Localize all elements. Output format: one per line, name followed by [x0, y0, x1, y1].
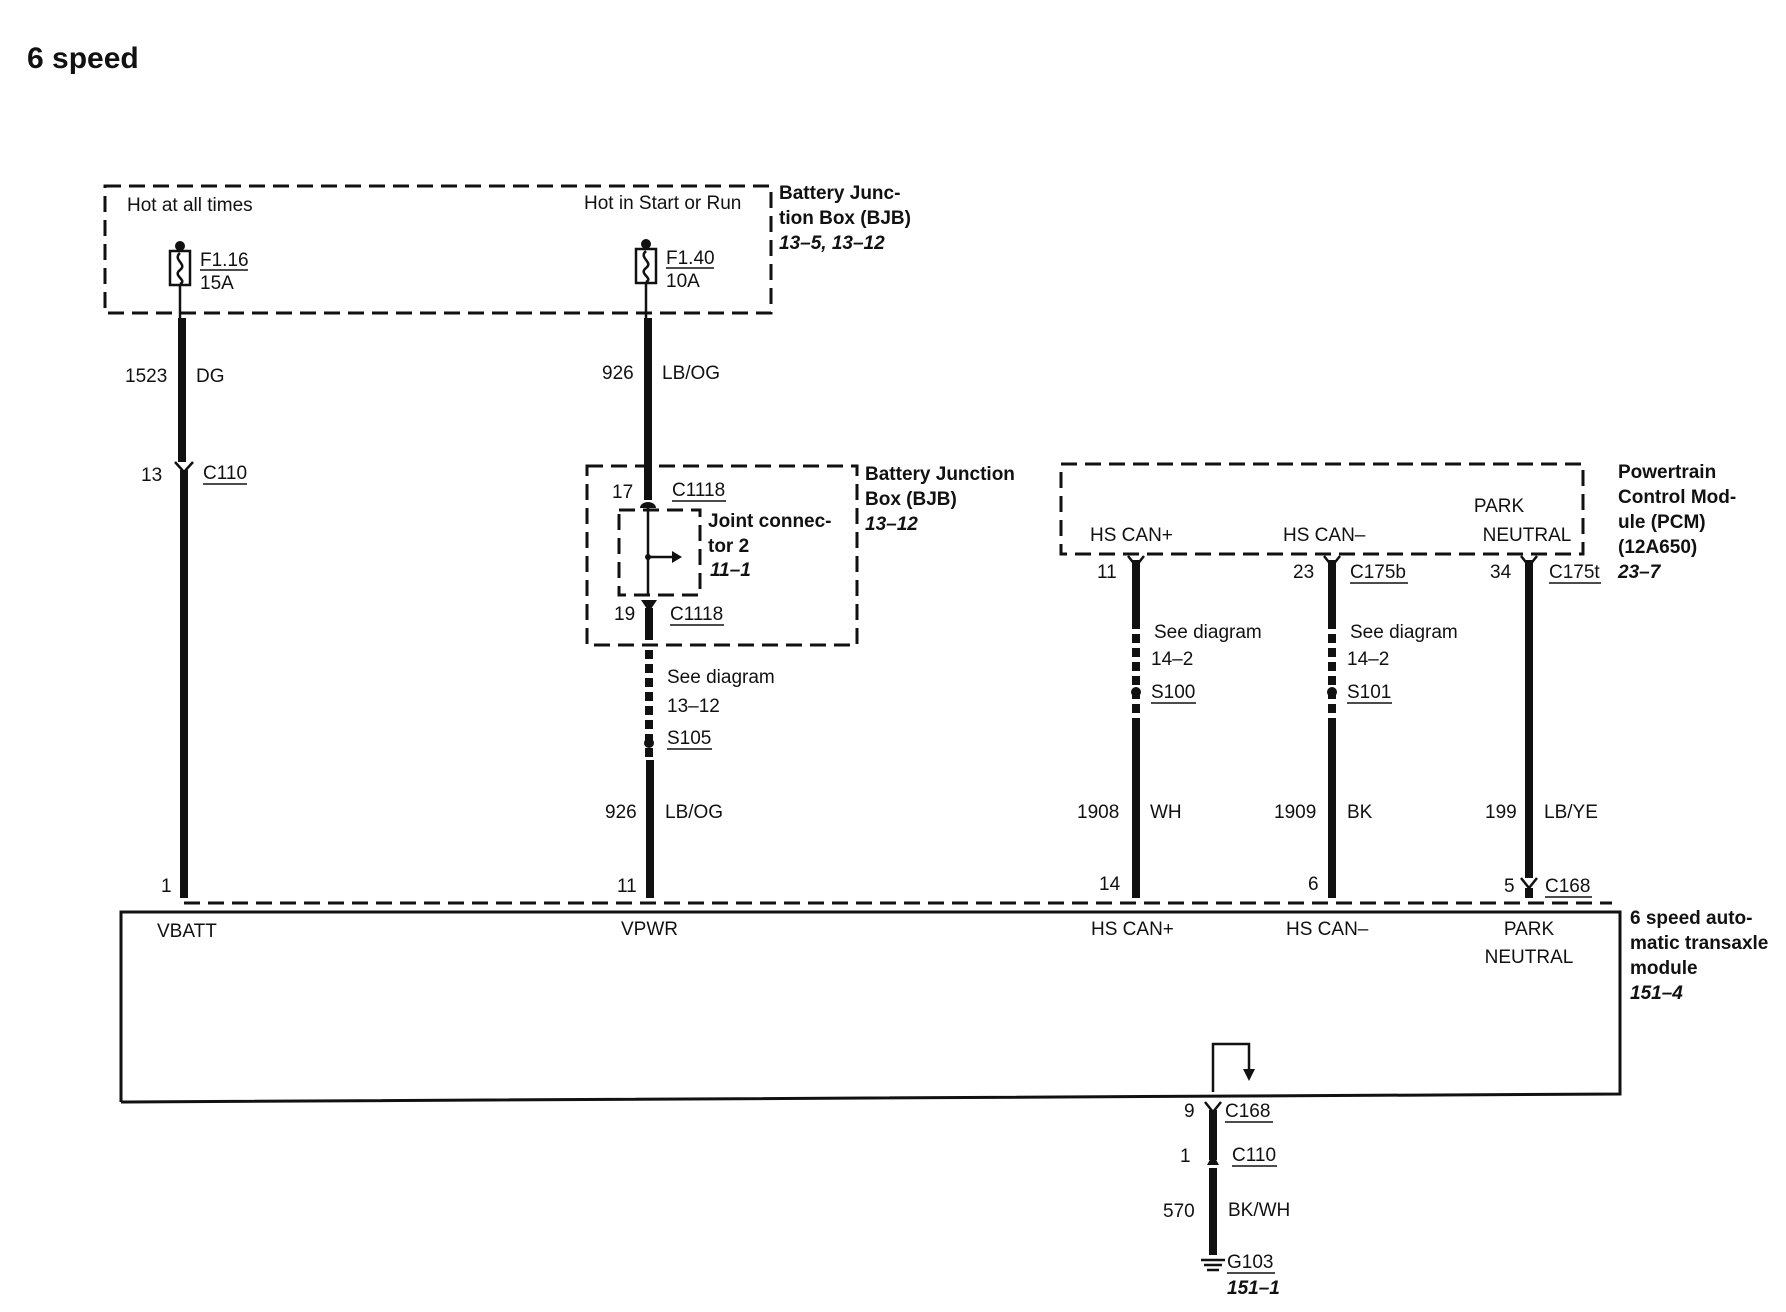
c110-label-bottom: C110: [1232, 1145, 1276, 1166]
fuse-f1-16: F1.16 15A: [168, 241, 249, 318]
tam-hs-can-minus-label: HS CAN–: [1286, 919, 1369, 940]
wire-926: 926 LB/OG 926 LB/OG 11: [602, 318, 723, 898]
c110-pin-13: 13: [141, 465, 162, 486]
tam-pin-1: 1: [161, 876, 172, 897]
wire-1908: 11 See diagram 14–2 S100 1908 WH 14: [1077, 555, 1262, 898]
c1118-label-lower: C1118: [670, 604, 723, 625]
s101-see-diagram: See diagram: [1350, 622, 1458, 643]
hot-in-start-run-label: Hot in Start or Run: [584, 193, 741, 214]
c175t-label: C175t: [1549, 562, 1600, 583]
circuit-1909-color: BK: [1347, 802, 1373, 823]
pcm-neutral-label: NEUTRAL: [1483, 525, 1572, 546]
wire-1909: 23 C175b See diagram 14–2 S101 1909 BK 6: [1274, 555, 1458, 898]
ground-g103-ref: 151–1: [1227, 1278, 1280, 1299]
tam-label-line1: 6 speed auto-: [1630, 908, 1752, 929]
tam-pin-14: 14: [1099, 874, 1121, 895]
tam-neutral-label: NEUTRAL: [1485, 947, 1574, 968]
ground-g103-label: G103: [1227, 1252, 1273, 1273]
wire-570: 9 C168 1 C110 570 BK/WH G103 151–1: [1163, 1101, 1290, 1299]
fuse-f1-40-id: F1.40: [666, 248, 715, 269]
bjb-mid-label-line2: Box (BJB): [865, 489, 957, 510]
circuit-199-color: LB/YE: [1544, 802, 1598, 823]
joint-connector-label-line2: tor 2: [708, 536, 749, 557]
bjb-top-ref: 13–5, 13–12: [779, 233, 885, 254]
circuit-1909-number: 1909: [1274, 802, 1316, 823]
bjb-top-label-line2: tion Box (BJB): [779, 208, 911, 229]
c1118-label-upper: C1118: [672, 480, 725, 501]
pcm-label-line4: (12A650): [1618, 537, 1697, 558]
wire-199: 34 C175t 199 LB/YE 5 C168: [1485, 555, 1601, 898]
bjb-top-label-line1: Battery Junc-: [779, 183, 900, 204]
c168-pin-5: 5: [1504, 876, 1515, 897]
s100-ref: 14–2: [1151, 649, 1193, 670]
c175t-pin-34: 34: [1490, 562, 1512, 583]
circuit-926-color-upper: LB/OG: [662, 363, 720, 384]
c168-pin-9: 9: [1184, 1101, 1195, 1122]
c168-label-bottom: C168: [1225, 1101, 1270, 1122]
bjb-mid-ref: 13–12: [865, 514, 918, 535]
circuit-1908-number: 1908: [1077, 802, 1119, 823]
c175b-pin-23: 23: [1293, 562, 1314, 583]
circuit-926-number-upper: 926: [602, 363, 634, 384]
fuse-f1-40-rating: 10A: [666, 271, 700, 292]
tam-label-line3: module: [1630, 958, 1698, 979]
tam-pin-6: 6: [1308, 874, 1319, 895]
wire-1523: 1523 DG 13 C110 1: [125, 318, 247, 898]
circuit-1523-number: 1523: [125, 366, 167, 387]
bjb-mid-label-line1: Battery Junction: [865, 464, 1015, 485]
transaxle-module-box: VBATT VPWR HS CAN+ HS CAN– PARK NEUTRAL …: [119, 901, 1768, 1104]
s105-see-diagram: See diagram: [667, 667, 775, 688]
c1118-pin-17: 17: [612, 482, 633, 503]
pcm-box: HS CAN+ HS CAN– PARK NEUTRAL Powertrain …: [1059, 462, 1736, 583]
pcm-hs-can-plus: HS CAN+: [1090, 525, 1173, 546]
pcm-park-label: PARK: [1474, 496, 1525, 517]
joint-connector-ref: 11–1: [710, 560, 751, 581]
fuse-f1-16-id: F1.16: [200, 250, 249, 271]
circuit-926-number-lower: 926: [605, 802, 637, 823]
bjb-top-box: Hot at all times Hot in Start or Run Bat…: [103, 183, 911, 315]
c110-pin-1: 1: [1180, 1146, 1191, 1167]
circuit-926-color-lower: LB/OG: [665, 802, 723, 823]
pcm-pin-11: 11: [1097, 562, 1117, 583]
pcm-label-line1: Powertrain: [1618, 462, 1716, 483]
tam-vpwr-label: VPWR: [621, 919, 678, 940]
tam-label-line2: matic transaxle: [1630, 933, 1768, 954]
circuit-1523-color: DG: [196, 366, 225, 387]
page-title: 6 speed: [27, 42, 139, 75]
s101-ref: 14–2: [1347, 649, 1389, 670]
circuit-199-number: 199: [1485, 802, 1517, 823]
circuit-570-color: BK/WH: [1228, 1200, 1290, 1221]
joint-connector-label-line1: Joint connec-: [708, 511, 832, 532]
s101-name: S101: [1347, 682, 1391, 703]
c110-connector-label: C110: [203, 463, 247, 484]
fuse-f1-40: F1.40 10A: [634, 239, 715, 318]
tam-vbatt-label: VBATT: [157, 921, 217, 942]
pcm-label-line2: Control Mod-: [1618, 487, 1736, 508]
pcm-ref: 23–7: [1617, 562, 1662, 583]
s105-ref: 13–12: [667, 696, 720, 717]
s100-name: S100: [1151, 682, 1195, 703]
pcm-hs-can-minus: HS CAN–: [1283, 525, 1366, 546]
tam-hs-can-plus-label: HS CAN+: [1091, 919, 1174, 940]
pcm-label-line3: ule (PCM): [1618, 512, 1706, 533]
bjb-mid-box: 17 C1118 19 C1118 Joint connec- tor 2 11…: [585, 464, 1015, 647]
c1118-pin-19: 19: [614, 604, 635, 625]
tam-pin-11: 11: [617, 876, 637, 897]
splice-s105: See diagram 13–12 S105: [644, 667, 775, 750]
c175b-label: C175b: [1350, 562, 1406, 583]
tam-ref: 151–4: [1630, 983, 1683, 1004]
circuit-570-number: 570: [1163, 1201, 1195, 1222]
circuit-1908-color: WH: [1150, 802, 1182, 823]
fuse-f1-16-rating: 15A: [200, 273, 234, 294]
s105-name: S105: [667, 728, 711, 749]
s100-see-diagram: See diagram: [1154, 622, 1262, 643]
c168-label-top: C168: [1545, 876, 1590, 897]
tam-park-label: PARK: [1504, 919, 1555, 940]
hot-at-all-times-label: Hot at all times: [127, 195, 253, 216]
